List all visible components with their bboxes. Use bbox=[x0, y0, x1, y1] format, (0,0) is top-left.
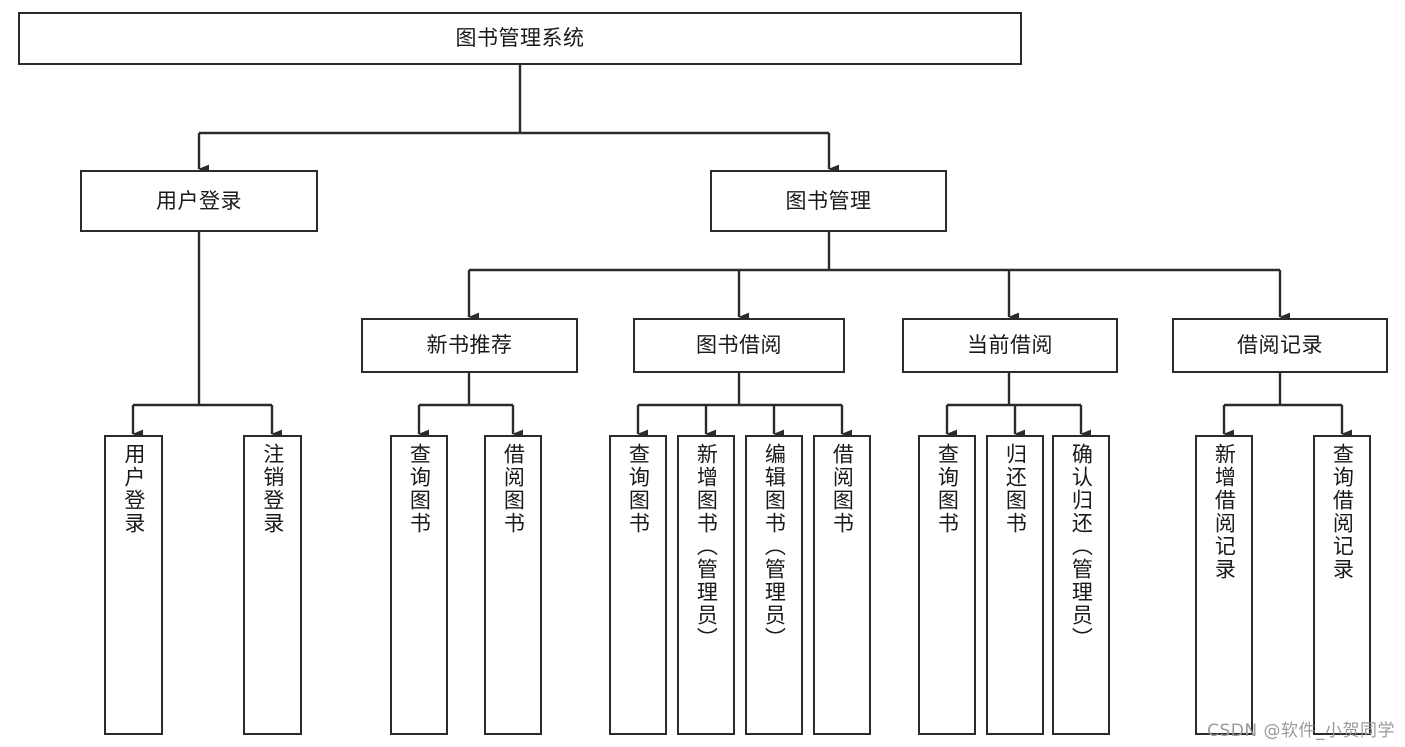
node-label: 新增借阅记录 bbox=[1212, 443, 1237, 581]
leaf-query-book-borrow[interactable]: 查询图书 bbox=[609, 435, 667, 735]
node-label: 新书推荐 bbox=[426, 333, 513, 358]
node-label: 借阅图书 bbox=[501, 443, 526, 535]
leaf-query-borrow-record[interactable]: 查询借阅记录 bbox=[1313, 435, 1371, 735]
node-label: 查询图书 bbox=[935, 443, 960, 535]
leaf-logout-login[interactable]: 注销登录 bbox=[243, 435, 302, 735]
node-current-borrow[interactable]: 当前借阅 bbox=[902, 318, 1118, 373]
node-label: 归还图书 bbox=[1003, 443, 1028, 535]
node-label: 借阅记录 bbox=[1237, 333, 1323, 358]
node-label: 图书管理系统 bbox=[455, 26, 585, 51]
node-new-book-recommend[interactable]: 新书推荐 bbox=[361, 318, 578, 373]
node-label: 查询图书 bbox=[626, 443, 651, 535]
watermark-text: CSDN @软件_小贺同学 bbox=[1207, 721, 1395, 741]
node-borrow-record[interactable]: 借阅记录 bbox=[1172, 318, 1388, 373]
leaf-return-book[interactable]: 归还图书 bbox=[986, 435, 1044, 735]
node-label: 确认归还（管理员） bbox=[1069, 443, 1094, 650]
node-label: 用户登录 bbox=[121, 443, 146, 535]
leaf-edit-book-admin[interactable]: 编辑图书（管理员） bbox=[745, 435, 803, 735]
node-label: 图书管理 bbox=[785, 188, 872, 213]
leaf-add-book-admin[interactable]: 新增图书（管理员） bbox=[677, 435, 735, 735]
node-label: 用户登录 bbox=[156, 188, 242, 213]
node-label: 图书借阅 bbox=[696, 333, 782, 358]
leaf-query-book-current[interactable]: 查询图书 bbox=[918, 435, 976, 735]
node-label: 当前借阅 bbox=[967, 333, 1053, 358]
leaf-borrow-book[interactable]: 借阅图书 bbox=[813, 435, 871, 735]
node-label: 编辑图书（管理员） bbox=[762, 443, 787, 650]
node-root[interactable]: 图书管理系统 bbox=[18, 12, 1022, 65]
leaf-user-login[interactable]: 用户登录 bbox=[104, 435, 163, 735]
node-label: 注销登录 bbox=[260, 443, 285, 535]
leaf-add-borrow-record[interactable]: 新增借阅记录 bbox=[1195, 435, 1253, 735]
node-book-borrow[interactable]: 图书借阅 bbox=[633, 318, 845, 373]
node-label: 新增图书（管理员） bbox=[694, 443, 719, 650]
node-label: 查询借阅记录 bbox=[1330, 443, 1355, 581]
node-label: 借阅图书 bbox=[830, 443, 855, 535]
node-label: 查询图书 bbox=[407, 443, 432, 535]
node-user-login[interactable]: 用户登录 bbox=[80, 170, 318, 232]
edge-group bbox=[131, 65, 1353, 439]
leaf-query-book-recommend[interactable]: 查询图书 bbox=[390, 435, 448, 735]
leaf-confirm-return-admin[interactable]: 确认归还（管理员） bbox=[1052, 435, 1110, 735]
leaf-borrow-book-recommend[interactable]: 借阅图书 bbox=[484, 435, 542, 735]
node-book-management[interactable]: 图书管理 bbox=[710, 170, 947, 232]
